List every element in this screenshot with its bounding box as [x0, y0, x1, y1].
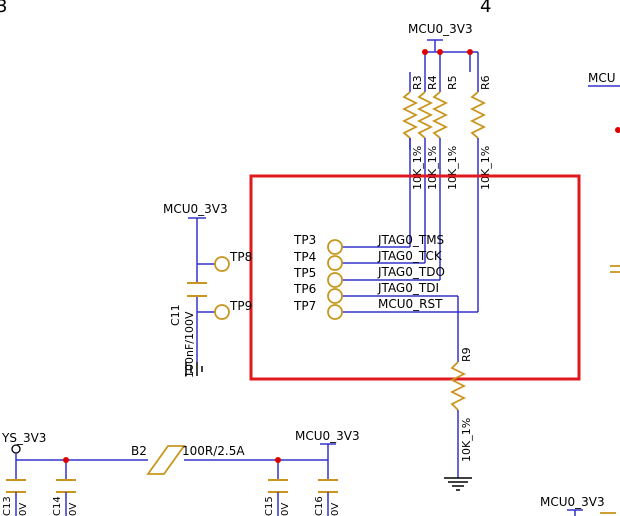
- test-point-tp9[interactable]: TP9: [214, 299, 252, 320]
- resistor-ref-label: R5: [446, 75, 459, 90]
- junction-dot: [615, 127, 620, 133]
- bottom-right-power-label: MCU0_3V3: [540, 495, 605, 509]
- test-point-tp3[interactable]: TP3 JTAG0_TMS: [293, 233, 444, 255]
- capacitor-c11[interactable]: C11 100nF/100V: [169, 282, 207, 378]
- power-terminal: [11, 444, 21, 454]
- junction-dot: [422, 49, 428, 55]
- capacitor-value-label: 0V: [280, 503, 291, 516]
- capacitor-value-label: 0V: [18, 503, 29, 516]
- ground-symbol: [185, 362, 203, 376]
- ground-symbol: [444, 477, 472, 491]
- bottom-power-label: MCU0_3V3: [295, 429, 360, 443]
- capacitor-ref-label: C13: [2, 496, 13, 516]
- left-power-label: MCU0_3V3: [163, 202, 228, 216]
- resistor-value-label: 10K_1%: [446, 146, 459, 190]
- junction-dot: [437, 49, 443, 55]
- bottom-bus-wires: [15, 443, 336, 480]
- resistor-value-label: 10K_1%: [479, 146, 492, 190]
- test-point-ref: TP8: [229, 250, 252, 264]
- test-point-tp4[interactable]: TP4 JTAG0_TCK: [293, 249, 443, 271]
- top-power-group: [424, 39, 479, 72]
- capacitor-value-label: 0V: [68, 503, 79, 516]
- sys-power-label: YS_3V3: [1, 431, 46, 445]
- net-label: JTAG0_TCK: [377, 249, 443, 263]
- junction-dot: [63, 457, 69, 463]
- test-point-tp7[interactable]: TP7 MCU0_RST: [293, 297, 443, 320]
- test-point-ref: TP4: [293, 250, 316, 264]
- resistor-value-label: 10K_1%: [460, 418, 473, 462]
- capacitor-c15[interactable]: C15 0V: [264, 479, 291, 516]
- resistor-r9[interactable]: R9 10K_1%: [449, 347, 473, 478]
- jtag-test-points: TP3 JTAG0_TMS TP4 JTAG0_TCK TP5 JTAG0_TD…: [293, 233, 478, 362]
- bottom-right-wires: [567, 509, 583, 516]
- junction-dot: [275, 457, 281, 463]
- resistor-ref-label: R3: [411, 75, 424, 90]
- highlight-box: [249, 174, 581, 381]
- net-label: JTAG0_TMS: [377, 233, 444, 247]
- bead-ref-label: B2: [131, 444, 147, 458]
- test-point-ref: TP7: [293, 299, 316, 313]
- net-label: JTAG0_TDI: [377, 281, 439, 295]
- test-point-ref: TP6: [293, 282, 316, 296]
- resistor-value-label: 10K_1%: [411, 146, 424, 190]
- capacitor-value-label: 100nF/100V: [183, 311, 196, 378]
- test-point-ref: TP3: [293, 233, 316, 247]
- capacitor-c13[interactable]: C13 0V: [2, 479, 29, 516]
- right-edge-net-label: MCU: [588, 71, 616, 85]
- test-point-tp6[interactable]: TP6 JTAG0_TDI: [293, 281, 439, 304]
- test-point-tp8[interactable]: TP8: [214, 250, 252, 272]
- net-label: JTAG0_TDO: [377, 265, 445, 279]
- resistor-ref-label: R6: [479, 75, 492, 90]
- resistor-ref-label: R9: [460, 347, 473, 362]
- capacitor-ref-label: C11: [169, 304, 182, 326]
- ferrite-bead-b2[interactable]: B2 100R/2.5A: [131, 444, 245, 475]
- junction-dot: [467, 49, 473, 55]
- resistor-value-label: 10K_1%: [426, 146, 439, 190]
- capacitor-value-label: 0V: [330, 503, 341, 516]
- jtag-drop-wires: [409, 138, 479, 312]
- resistor-r6[interactable]: R6 10K_1%: [469, 72, 492, 190]
- resistor-ref-label: R4: [426, 75, 439, 90]
- resistor-r4[interactable]: R4 10K_1%: [416, 72, 439, 190]
- capacitor-c14[interactable]: C14 0V: [52, 479, 79, 516]
- resistor-r5[interactable]: R5 10K_1%: [431, 72, 459, 190]
- test-point-ref: TP5: [293, 266, 316, 280]
- net-label: MCU0_RST: [378, 297, 443, 311]
- left-power-wires: [188, 217, 215, 362]
- capacitor-ref-label: C15: [264, 496, 275, 516]
- sheet-zone-left-number: 3: [0, 0, 7, 17]
- sheet-zone-right-number: 4: [480, 0, 491, 17]
- test-point-ref: TP9: [229, 299, 252, 313]
- capacitor-ref-label: C16: [314, 496, 325, 516]
- top-power-label: MCU0_3V3: [408, 22, 473, 36]
- capacitor-ref-label: C14: [52, 496, 63, 516]
- bead-value-label: 100R/2.5A: [182, 444, 245, 458]
- capacitor-c16[interactable]: C16 0V: [314, 479, 341, 516]
- test-point-tp5[interactable]: TP5 JTAG0_TDO: [293, 265, 445, 288]
